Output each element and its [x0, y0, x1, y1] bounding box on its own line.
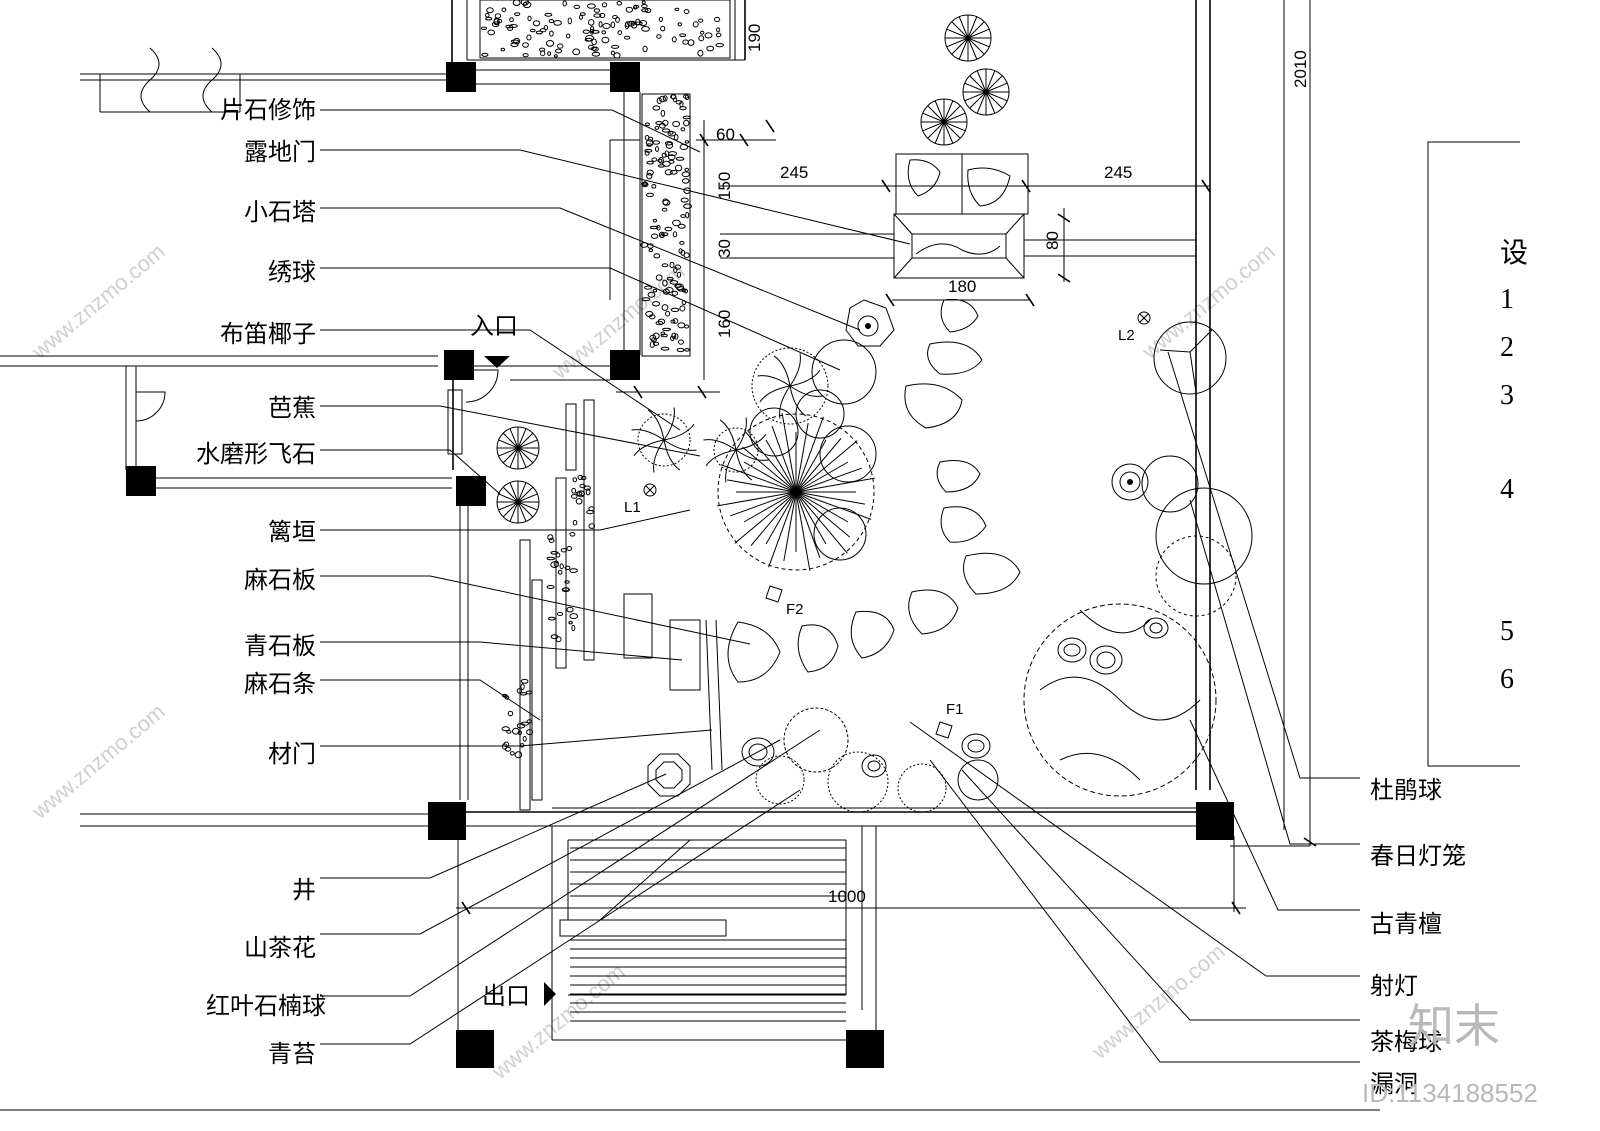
tag-F2: F2	[786, 601, 804, 618]
label-shanchahua: 山茶花	[244, 934, 316, 962]
well	[647, 753, 691, 797]
legend-number-6: 6	[1500, 664, 1514, 695]
label-chunri: 春日灯笼	[1370, 842, 1466, 870]
watermark-site-3: www.znzmo.com	[1136, 239, 1279, 365]
dim-160: 160	[715, 310, 734, 338]
spoke-tree-5	[496, 480, 540, 524]
wood-gate	[705, 619, 723, 771]
watermark-site-6: www.znzmo.com	[1086, 939, 1229, 1065]
dimension-lines	[456, 0, 1317, 915]
label-hongye: 红叶石楠球	[206, 992, 326, 1020]
tag-L2: L2	[1118, 327, 1135, 344]
brand-logo-text: 知末	[1408, 999, 1500, 1053]
watermark-site-1: www.znzmo.com	[26, 239, 169, 365]
dim-150: 150	[715, 172, 734, 200]
granite-slab	[623, 593, 653, 659]
label-bajiao: 芭蕉	[268, 394, 316, 422]
legend-number-3: 3	[1500, 380, 1514, 411]
label-dujuan: 杜鹃球	[1370, 776, 1442, 804]
dim-1000: 1000	[828, 887, 866, 906]
rock-1	[1057, 637, 1087, 663]
label-ludimen: 露地门	[244, 138, 316, 166]
rock-3	[1143, 617, 1169, 639]
dim-80: 80	[1043, 231, 1062, 250]
right-labels: 杜鹃球 春日灯笼 古青檀 射灯 茶梅球 漏洞	[1370, 776, 1466, 1098]
label-loudong: 漏洞	[1370, 1070, 1418, 1098]
spoke-tree-2	[962, 68, 1010, 116]
stair-treads	[570, 839, 846, 1022]
label-shuimo: 水磨形飞石	[196, 440, 316, 468]
exit-arrow-icon	[544, 982, 556, 1006]
spotlight-F2	[765, 585, 783, 603]
dim-190: 190	[745, 24, 764, 52]
label-xiaoshita: 小石塔	[244, 198, 316, 226]
label-jing: 井	[292, 876, 316, 904]
dim-30: 30	[715, 239, 734, 258]
plantings	[496, 14, 1253, 813]
stepping-stones	[727, 298, 1021, 683]
legend-column: 设 1 2 3 4 5 6	[1500, 238, 1528, 695]
label-liba: 篱垣	[268, 518, 316, 546]
spoke-tree-4	[496, 426, 540, 470]
label-pianshi: 片石修饰	[220, 96, 316, 124]
leader-lines	[320, 109, 1360, 1063]
paving	[519, 399, 723, 811]
legend-number-1: 1	[1500, 284, 1514, 315]
dim-245-left: 245	[780, 163, 808, 182]
legend-number-2: 2	[1500, 332, 1514, 363]
label-qingtai: 青苔	[268, 1040, 316, 1068]
watermark-site-4: www.znzmo.com	[26, 699, 169, 825]
brand-watermark: 知末 ID:1134188552	[1362, 999, 1538, 1108]
rock-6	[961, 733, 991, 759]
spring-lantern	[1153, 321, 1227, 395]
label-xiuqiu: 绣球	[268, 258, 316, 286]
pebble-beds	[479, 0, 731, 759]
label-budi: 布笛椰子	[220, 320, 316, 348]
legend-header: 设	[1500, 238, 1528, 269]
entrance-exit: 入口 出口	[470, 312, 556, 1010]
column-posts	[126, 62, 1234, 1068]
rock-4	[741, 737, 775, 767]
dim-180: 180	[948, 277, 976, 296]
legend-number-5: 5	[1500, 616, 1514, 647]
exit-label: 出口	[482, 982, 530, 1010]
entrance-arrow-icon	[484, 356, 510, 368]
dimension-text: 190 2010 60 150 30 160 245 245 80 180 10…	[715, 24, 1310, 906]
stone-pagoda	[845, 299, 895, 347]
lamp-L2	[1137, 311, 1151, 325]
rock-5	[861, 754, 887, 778]
left-labels: 片石修饰 露地门 小石塔 绣球 布笛椰子 芭蕉 水磨形飞石 篱垣 麻石板 青石板…	[196, 96, 326, 1068]
spoke-tree-1	[944, 14, 992, 62]
tag-L1: L1	[624, 499, 641, 516]
label-mashiban: 麻石板	[244, 566, 316, 594]
label-caimen: 材门	[268, 740, 316, 768]
label-guqing: 古青檀	[1370, 910, 1442, 938]
fixture-tags: L1 L2 F2 F1	[624, 327, 1135, 718]
spotlight-F1	[935, 721, 953, 739]
legend-number-4: 4	[1500, 474, 1514, 505]
dim-245-right: 245	[1104, 163, 1132, 182]
bluestone-slab	[669, 619, 701, 691]
walls	[0, 0, 1520, 1111]
watermark-id: ID:1134188552	[1362, 1078, 1538, 1108]
watermark-site-5: www.znzmo.com	[486, 959, 629, 1085]
tag-F1: F1	[946, 701, 964, 718]
label-qingshiban: 青石板	[244, 632, 316, 660]
label-shedeng: 射灯	[1370, 972, 1418, 1000]
garden-gate-structure	[720, 153, 1196, 279]
label-mashitiao: 麻石条	[244, 670, 316, 698]
entrance-label: 入口	[470, 312, 518, 340]
dim-2010: 2010	[1291, 50, 1310, 88]
spot-tree-right	[1111, 463, 1149, 501]
label-chamei: 茶梅球	[1370, 1028, 1442, 1056]
spoke-tree-3	[920, 98, 968, 146]
dim-60: 60	[716, 125, 735, 144]
lamp-L1	[643, 483, 657, 497]
rock-2	[1089, 645, 1123, 675]
